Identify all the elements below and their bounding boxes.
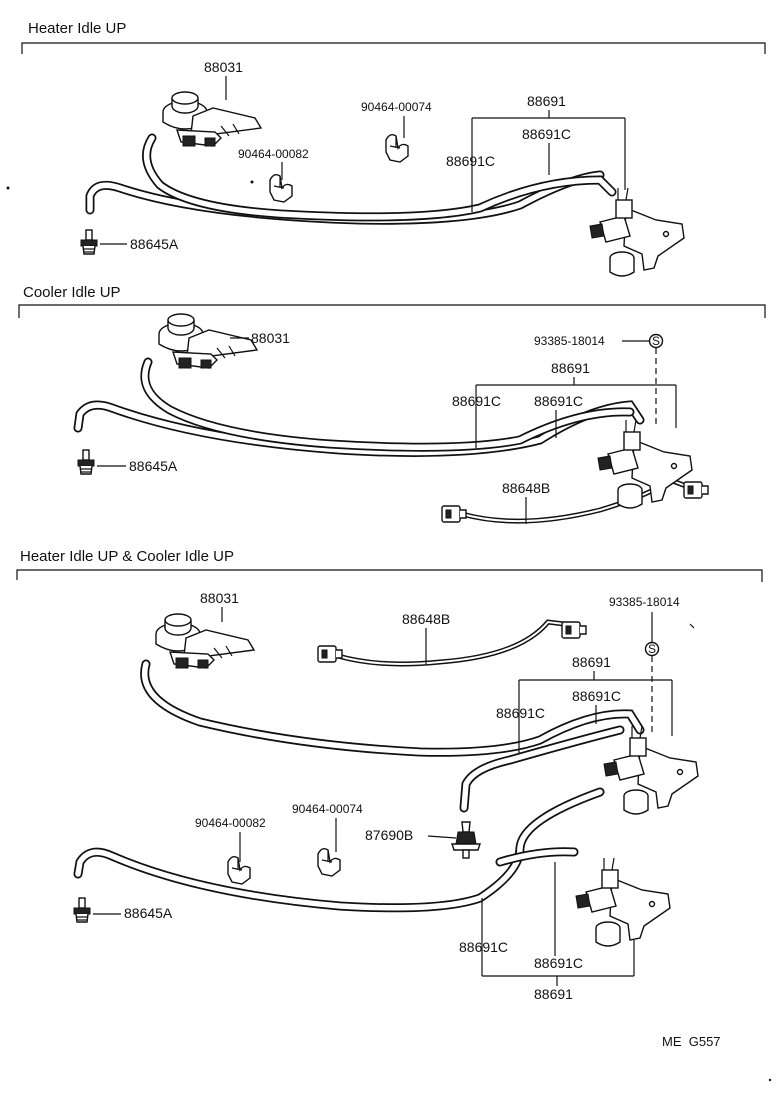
section-bracket (21, 42, 766, 54)
vsv-88031 (162, 91, 262, 147)
label-88648B: 88648B (402, 611, 450, 627)
hoses (73, 357, 645, 457)
label-88031: 88031 (200, 590, 239, 606)
label-88031: 88031 (204, 59, 243, 75)
actuator-top (603, 725, 699, 815)
label-88691C-b: 88691C (534, 393, 583, 409)
label-90464-00074: 90464-00074 (361, 100, 432, 114)
label-88691C-a: 88691C (446, 153, 495, 169)
label-88691C-bot-a: 88691C (459, 939, 508, 955)
label-93385-18014: 93385-18014 (609, 595, 680, 609)
fitting-88645A (80, 229, 98, 255)
label-90464-00082: 90464-00082 (195, 816, 266, 830)
fitting-88645A (77, 449, 95, 475)
screw-symbol-text: S (652, 334, 660, 348)
vsv-88031 (158, 313, 258, 369)
label-88648B: 88648B (502, 480, 550, 496)
label-88691C-b: 88691C (522, 126, 571, 142)
section-cooler-idle-up: Cooler Idle UP 88031 93385-18014 S 88691… (18, 284, 766, 524)
hoses (85, 133, 617, 225)
plug-right (683, 481, 709, 499)
section-heater-and-cooler-idle-up: Heater Idle UP & Cooler Idle UP 88031 8 (16, 548, 763, 1002)
screw-symbol (648, 333, 664, 349)
plug-left (441, 505, 467, 523)
section-heater-idle-up: Heater Idle UP 88031 90464-00074 90464-0… (6, 20, 766, 277)
section-title: Cooler Idle UP (23, 284, 121, 301)
label-88691-bot: 88691 (534, 986, 573, 1002)
vsv-88031 (155, 613, 255, 669)
section-title: Heater Idle UP (28, 20, 126, 37)
section-bracket (18, 304, 766, 318)
actuator (589, 187, 685, 277)
valve-87690B (451, 821, 481, 859)
label-88691C-bot-b: 88691C (534, 955, 583, 971)
screw-symbol (644, 641, 660, 657)
clamp-90464-00082 (269, 173, 293, 203)
label-88645A: 88645A (130, 236, 179, 252)
section-title: Heater Idle UP & Cooler Idle UP (20, 548, 234, 565)
label-88645A: 88645A (124, 905, 173, 921)
clamp-90464-00082 (227, 855, 251, 885)
label-87690B: 87690B (365, 827, 413, 843)
label-90464-00082: 90464-00082 (238, 147, 309, 161)
clamp-90464-00074 (317, 847, 341, 877)
label-88645A: 88645A (129, 458, 178, 474)
label-88691: 88691 (551, 360, 590, 376)
label-90464-00074: 90464-00074 (292, 802, 363, 816)
label-88691: 88691 (527, 93, 566, 109)
footer-code: ME G557 (662, 1034, 721, 1049)
label-88691-top: 88691 (572, 654, 611, 670)
wire-88648B (335, 619, 567, 667)
label-88691C-top-a: 88691C (496, 705, 545, 721)
screw-symbol-text: S (648, 642, 656, 656)
clamp-90464-00074 (385, 133, 409, 163)
plug-right (561, 621, 587, 639)
label-88691C-top-b: 88691C (572, 688, 621, 704)
plug-left (317, 645, 343, 663)
hoses (73, 659, 645, 913)
actuator-bottom (575, 857, 671, 947)
section-bracket (16, 569, 763, 582)
label-93385-18014: 93385-18014 (534, 334, 605, 348)
label-88031: 88031 (251, 330, 290, 346)
label-88691C-a: 88691C (452, 393, 501, 409)
fitting-88645A (73, 897, 91, 923)
